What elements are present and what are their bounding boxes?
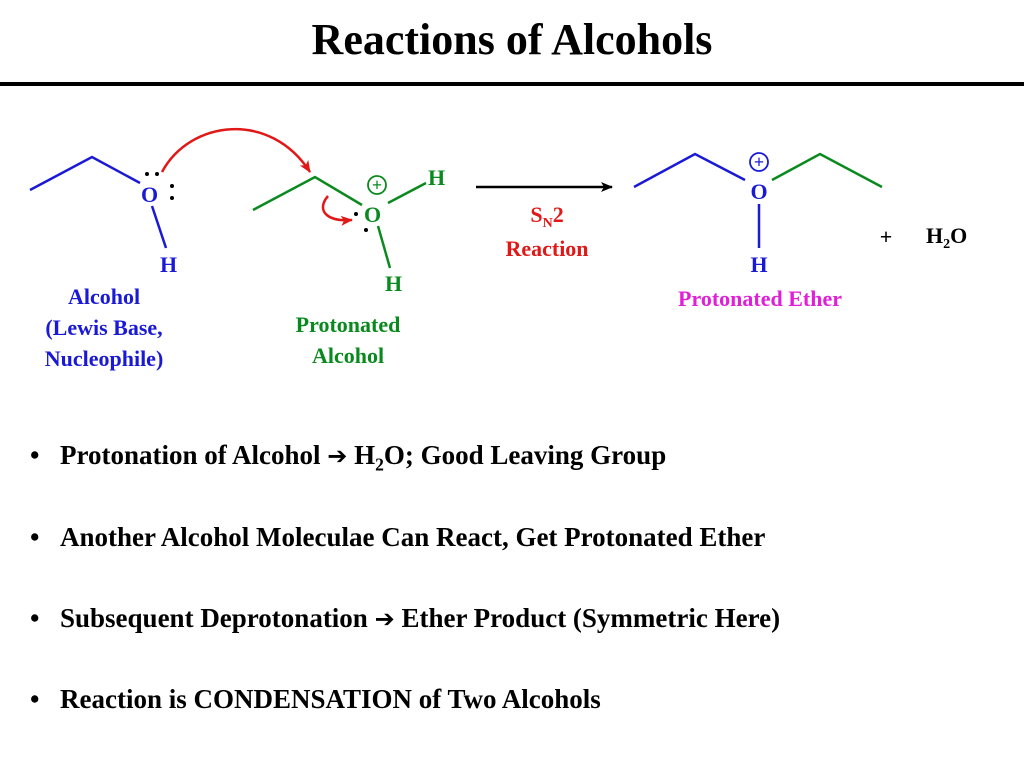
alcohol-bonds [29, 155, 141, 192]
water-formula: H2O [926, 223, 967, 252]
positive-charge: + [754, 152, 764, 172]
protonated-hydrogen-top: H [428, 165, 445, 190]
charge-circle [749, 152, 769, 172]
alcohol-label: Nucleophile) [45, 346, 164, 371]
protonated-oh-bond-top [387, 181, 427, 205]
protonated-ether-molecule: O + H Protonated Ether [633, 152, 883, 311]
ether-hydrogen: H [750, 252, 767, 277]
bullet-item: •Subsequent Deprotonation ➔ Ether Produc… [30, 603, 781, 633]
leaving-group-arrow [321, 195, 353, 226]
lone-pair-dot [354, 212, 358, 216]
bullet-item: •Protonation of Alcohol ➔ H2O; Good Leav… [30, 440, 667, 475]
plus-sign: + [880, 224, 893, 249]
bullet-item: •Reaction is CONDENSATION of Two Alcohol… [30, 684, 601, 714]
slide-title: Reactions of Alcohols [311, 15, 713, 64]
charge-circle [367, 175, 387, 195]
alcohol-oxygen: O [141, 182, 158, 207]
protonated-alcohol-label: Protonated [296, 312, 401, 337]
protonated-oxygen: O [364, 202, 381, 227]
ether-right-bonds [771, 152, 883, 189]
bullet-dot: • [30, 603, 40, 633]
lone-pair-dot [364, 228, 368, 232]
reaction-scheme: O H Alcohol (Lewis Base, Nucleophile) O … [29, 127, 967, 371]
protonated-alcohol-molecule: O + H H Protonated Alcohol [252, 165, 445, 368]
positive-charge: + [372, 175, 382, 195]
protonated-hydrogen-bottom: H [385, 271, 402, 296]
lone-pair-dot [145, 172, 149, 176]
lone-pair-dot [155, 172, 159, 176]
alcohol-label: Alcohol [68, 284, 140, 309]
bullet-item: •Another Alcohol Moleculae Can React, Ge… [30, 522, 766, 552]
ether-left-bonds [633, 152, 746, 189]
right-arrow-icon: ➔ [327, 442, 348, 470]
reaction-label: Reaction [505, 236, 588, 261]
bullet-dot: • [30, 440, 40, 470]
title-divider [0, 82, 1024, 86]
alcohol-oh-bond [150, 205, 168, 249]
nucleophilic-attack-arrow [160, 127, 312, 173]
right-arrow-icon: ➔ [374, 605, 395, 633]
lone-pair-dot [170, 184, 174, 188]
protonated-alcohol-label: Alcohol [312, 343, 384, 368]
protonated-alcohol-bonds [252, 175, 363, 212]
bullet-dot: • [30, 522, 40, 552]
lone-pair-dot [170, 196, 174, 200]
alcohol-label: (Lewis Base, [45, 315, 162, 340]
protonated-oh-bond-bottom [376, 225, 392, 269]
alcohol-molecule: O H Alcohol (Lewis Base, Nucleophile) [29, 155, 177, 371]
bullet-dot: • [30, 684, 40, 714]
reaction-type: SN2 [530, 202, 563, 231]
protonated-ether-label: Protonated Ether [678, 286, 842, 311]
alcohol-hydrogen: H [160, 252, 177, 277]
ether-oxygen: O [750, 179, 767, 204]
